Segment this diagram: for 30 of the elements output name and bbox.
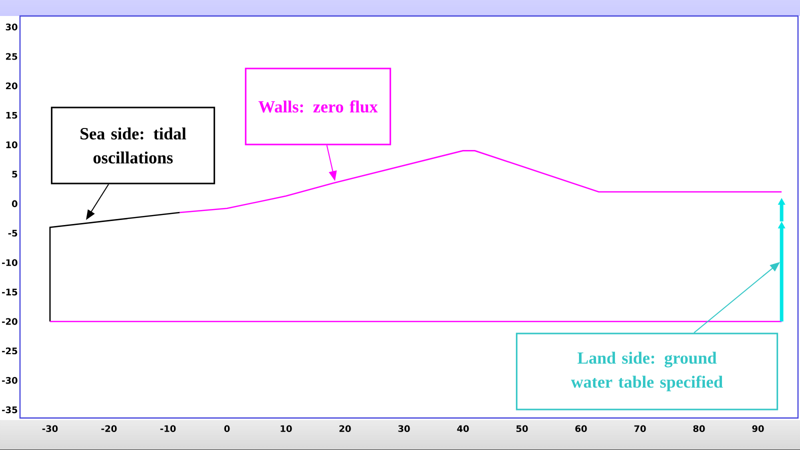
tick-label: 30 — [6, 24, 18, 30]
tick-label: -20 — [101, 425, 117, 432]
tick-label: -15 — [2, 288, 18, 296]
tick-label: -30 — [42, 425, 58, 432]
tick-label: -20 — [2, 318, 18, 325]
tick-label: -10 — [2, 259, 18, 266]
callout-box: Walls: zero flux — [244, 68, 392, 146]
tick-label: -35 — [2, 406, 18, 414]
callout-box: Sea side: tidal oscillations — [50, 106, 216, 184]
tick-label: -30 — [2, 377, 18, 384]
tick-label: -25 — [2, 348, 18, 354]
tick-label: 10 — [280, 425, 292, 432]
tick-label: 70 — [634, 425, 646, 432]
tick-label: 5 — [12, 170, 18, 178]
tick-label: -5 — [8, 230, 18, 237]
tick-label: 90 — [752, 425, 764, 432]
tick-label: 0 — [12, 200, 18, 208]
tick-label: 10 — [6, 141, 18, 148]
tick-label: 50 — [516, 425, 528, 432]
tick-label: 60 — [575, 425, 587, 432]
tick-label: 80 — [693, 425, 705, 432]
tick-label: 40 — [457, 425, 469, 432]
tick-label: 20 — [339, 425, 351, 432]
tick-label: -10 — [160, 425, 176, 432]
tick-label: 15 — [6, 112, 18, 119]
callout-box: Land side: ground water table specified — [516, 332, 778, 410]
tick-label: 25 — [6, 53, 18, 60]
tick-label: 0 — [224, 425, 230, 432]
tick-label: 20 — [6, 82, 18, 90]
tick-label: 30 — [398, 425, 410, 432]
